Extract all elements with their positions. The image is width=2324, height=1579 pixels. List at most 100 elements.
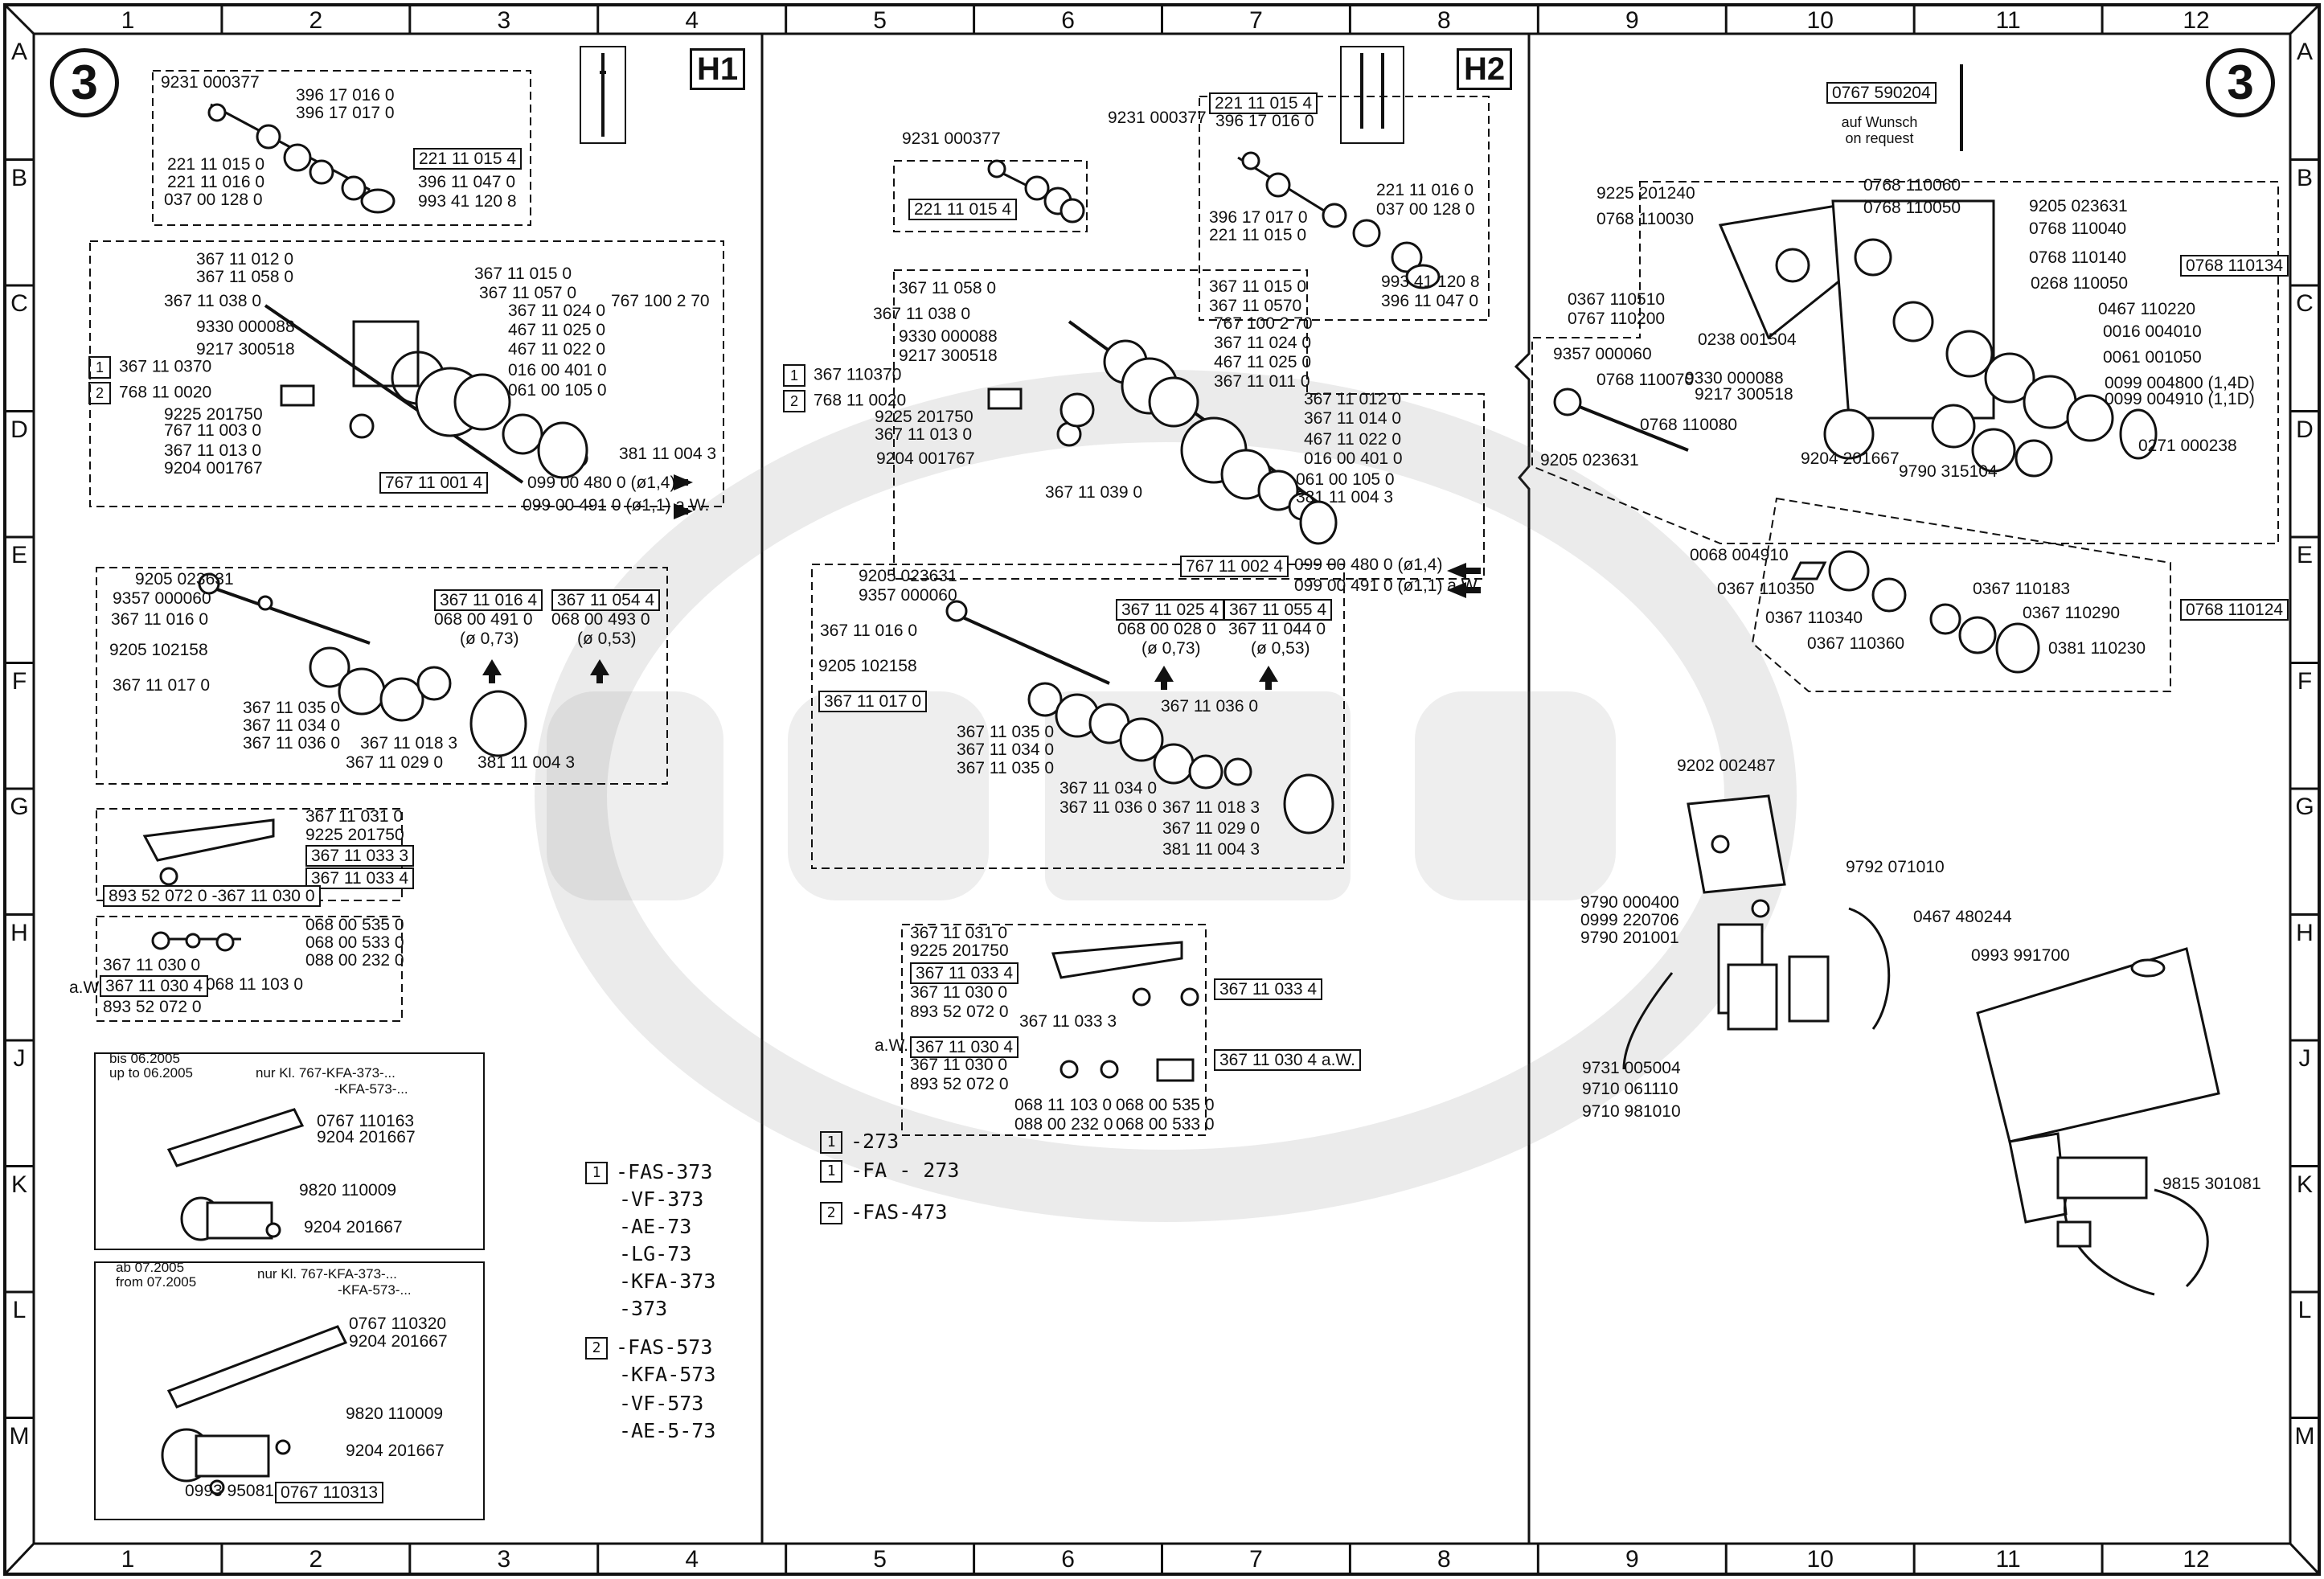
part-number-label: 9815 301081 [2162, 1175, 2261, 1193]
part-number-text: 9225 201750 [164, 405, 263, 424]
grid-row-right: J [2298, 1045, 2311, 1072]
part-number-label: 9790 315104 [1899, 462, 1998, 481]
part-number-text: (ø 0,73) [1142, 639, 1201, 658]
part-number-text: 9330 000088 [196, 318, 295, 336]
part-number-text: 367 11 033 4 [311, 869, 409, 888]
part-number-text: 068 11 103 0 [206, 975, 304, 994]
part-number-label: 0767 110320 [349, 1314, 446, 1333]
part-number-text: 367 11 030 4 [916, 1038, 1014, 1056]
part-number-text: 893 52 072 0 -367 11 030 0 [109, 887, 315, 905]
part-number-label: 0367 110360 [1807, 634, 1904, 653]
part-number-text: 893 52 072 0 [103, 998, 202, 1016]
grid-column-bottom: 8 [1437, 1546, 1451, 1573]
part-number-label: 088 00 232 0 [305, 951, 404, 970]
part-number-text: 9204 201667 [349, 1332, 448, 1351]
part-number-text: 099 00 480 0 (ø1,4) [527, 474, 676, 492]
grid-column-top: 10 [1806, 7, 1834, 34]
part-number-label: 467 11 025 0 [508, 321, 605, 339]
part-number-label: 367 11 054 4 [551, 589, 661, 611]
part-number-label: 0381 110230 [2048, 639, 2146, 658]
grid-row-left: M [9, 1422, 30, 1450]
part-number-text: 0367 110350 [1717, 580, 1815, 598]
model-variant: -KFA-573 [619, 1361, 715, 1388]
part-number-label: 9204 001767 [164, 459, 263, 478]
part-number-text: 9217 300518 [196, 340, 295, 359]
part-number-text: 9731 005004 [1582, 1059, 1681, 1077]
part-number-text: 381 11 004 3 [619, 445, 717, 463]
part-number-text: 9820 110009 [299, 1181, 397, 1200]
part-number-label: 367 11 013 0 [875, 425, 972, 444]
variant-marker: 1 [820, 1131, 842, 1154]
part-number-label: 221 11 015 4 [908, 199, 1018, 220]
part-number-text: 061 00 105 0 [1296, 470, 1395, 489]
model-variant-text: -LG-73 [619, 1242, 692, 1265]
part-number-text: 9204 201667 [1801, 449, 1900, 468]
part-number-text: 9357 000060 [113, 589, 211, 608]
inset-note: from 07.2005 [116, 1274, 197, 1290]
part-number-text: 367 11 024 0 [1214, 334, 1312, 352]
part-number-text: 381 11 004 3 [1162, 840, 1260, 859]
part-number-text: 0768 110140 [2029, 248, 2127, 267]
grid-row-left: B [10, 164, 27, 191]
part-number-label: 367 11 017 0 [113, 676, 210, 695]
model-variant: -KFA-373 [619, 1268, 715, 1295]
part-number-text: 9225 201750 [910, 941, 1009, 960]
part-number-text: 221 11 015 0 [167, 155, 265, 174]
part-number-label: 367 11 015 0 [1209, 277, 1306, 296]
part-number-text: 367 11 035 0 [957, 723, 1055, 741]
part-number-text: 9202 002487 [1677, 757, 1776, 775]
variant-marker: 1 [585, 1162, 608, 1184]
part-number-text: 993 41 120 8 [1381, 273, 1480, 291]
part-number-text: 0367 110183 [1973, 580, 2071, 598]
part-number-label: 381 11 004 3 [1162, 840, 1260, 859]
part-number-label: 367 11 029 0 [1162, 819, 1260, 838]
grid-row-left: A [10, 39, 27, 65]
part-number-label: 367 11 031 0 [305, 807, 403, 826]
part-number-label: 037 00 128 0 [164, 191, 263, 209]
grid-row-right: C [2296, 290, 2314, 317]
part-number-label: 9820 110009 [299, 1181, 396, 1200]
part-number-label: 367 11 030 0 [910, 1056, 1007, 1074]
part-number-label: 367 11 024 0 [508, 301, 605, 320]
part-number-label: 396 17 017 0 [1209, 208, 1308, 227]
part-number-label: 993 41 120 8 [418, 192, 517, 211]
part-number-label: 367 11 035 0 [957, 723, 1054, 741]
grid-row-right: A [2296, 39, 2313, 65]
part-number-text: 367 11 058 0 [899, 279, 997, 297]
inset-note: -KFA-573-... [334, 1081, 408, 1097]
model-variant: -VF-373 [619, 1186, 703, 1213]
part-number-text: 367 11 055 4 [1229, 601, 1327, 619]
part-number-label: 221 11 016 0 [1376, 181, 1474, 199]
grid-column-top: 7 [1249, 7, 1263, 34]
part-number-text: 9217 300518 [1695, 385, 1793, 404]
part-number-label: 381 11 004 3 [478, 753, 575, 772]
grid-row-right: G [2295, 794, 2314, 820]
model-variant-text: -VF-373 [619, 1187, 704, 1211]
part-number-text: 381 11 004 3 [478, 753, 576, 772]
grid-column-top: 9 [1625, 7, 1639, 34]
part-number-label: 367 11 033 4 [910, 962, 1019, 984]
part-number-label: 0767 110313 [275, 1482, 384, 1503]
part-number-text: 099 00 491 0 (ø1,1) a.W. [523, 496, 710, 515]
part-number-text: 0271 000238 [2138, 437, 2237, 455]
variant-marker: 1 [820, 1160, 842, 1183]
part-number-text: 9205 023631 [859, 567, 957, 585]
grid-column-bottom: 6 [1061, 1546, 1075, 1573]
grid-column-bottom: 4 [685, 1546, 699, 1573]
part-number-label: 037 00 128 0 [1376, 200, 1475, 219]
part-number-text: 0381 110230 [2048, 639, 2146, 658]
part-number-label: 367 11 036 0 [243, 734, 340, 753]
part-number-label: 9217 300518 [196, 340, 295, 359]
grid-row-right: H [2296, 919, 2314, 946]
model-variant: 2-FAS-473 [820, 1199, 947, 1226]
part-number-text: 767 11 003 0 [164, 421, 262, 440]
part-number-label: 0467 110220 [2098, 300, 2195, 318]
part-number-label: 9217 300518 [899, 347, 998, 365]
part-number-text: 396 11 047 0 [1381, 292, 1479, 310]
part-number-text: 367 11 012 0 [1304, 390, 1402, 408]
part-number-text: 467 11 022 0 [1304, 430, 1402, 449]
part-number-label: a.W. [875, 1036, 908, 1055]
part-number-label: 367 11 031 0 [910, 924, 1007, 942]
model-variant: 2-FAS-573 [585, 1334, 712, 1361]
part-number-label: 068 00 535 0 [305, 916, 404, 934]
